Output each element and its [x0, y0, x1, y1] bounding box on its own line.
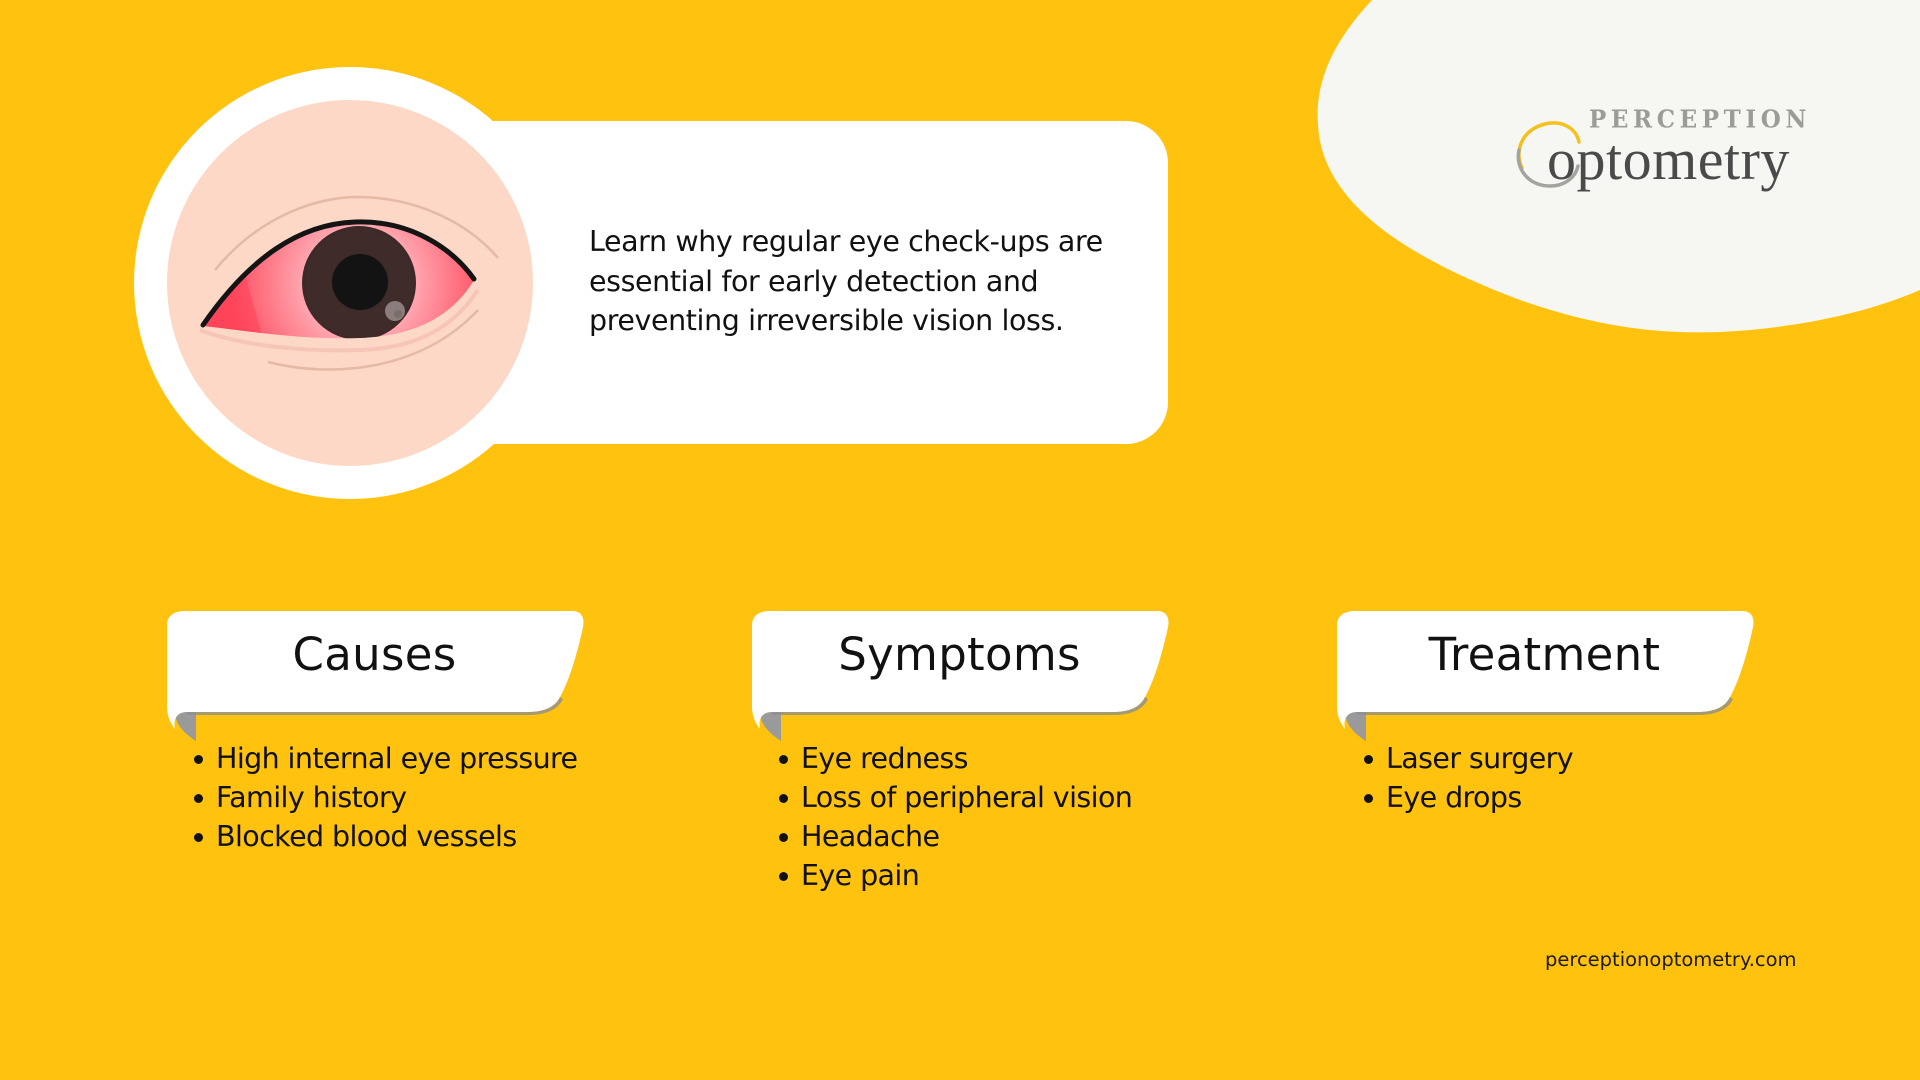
section-title: Treatment [1428, 628, 1661, 681]
logo-wordmark-bottom: optometry [1547, 127, 1790, 192]
red-eye-icon [134, 67, 566, 499]
intro-description: Learn why regular eye check-ups are esse… [589, 225, 1103, 337]
list-item: Eye redness [779, 739, 1132, 778]
list-item: Blocked blood vessels [194, 817, 577, 856]
section-title: Symptoms [838, 628, 1081, 681]
website-link[interactable]: perceptionoptometry.com [1545, 948, 1797, 971]
ribbon-banner [1337, 611, 1754, 741]
brand-logo: PERCEPTION optometry [1500, 90, 1830, 200]
list-item: Headache [779, 817, 1132, 856]
ribbon-banner [167, 611, 584, 741]
list-item: Eye drops [1364, 778, 1573, 817]
logo-swoosh-icon [1516, 121, 1581, 188]
treatment-list: Laser surgery Eye drops [1364, 739, 1574, 817]
list-item: Loss of peripheral vision [779, 778, 1133, 817]
list-item: Family history [194, 778, 577, 817]
symptoms-list: Eye redness Loss of peripheral vision He… [779, 739, 1133, 895]
list-item: Eye pain [779, 856, 1132, 895]
section-title: Causes [292, 628, 457, 681]
logo-wordmark-top: PERCEPTION [1589, 105, 1812, 134]
causes-list: High internal eye pressure Family histor… [194, 739, 578, 856]
list-item: High internal eye pressure [194, 739, 578, 778]
list-item: Laser surgery [1364, 739, 1574, 778]
ribbon-banner [752, 611, 1169, 741]
